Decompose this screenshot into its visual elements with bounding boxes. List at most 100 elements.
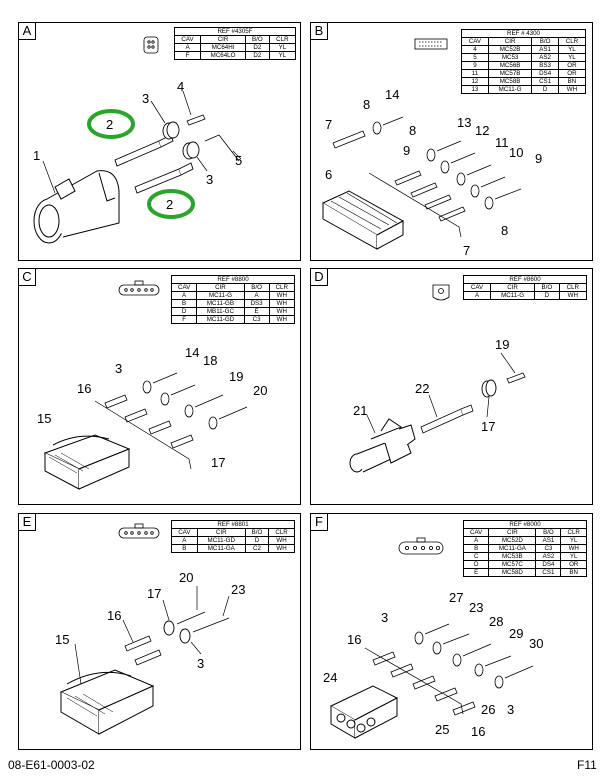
callout: 16 bbox=[347, 632, 361, 647]
plug-4 bbox=[186, 114, 206, 126]
callout: 11 bbox=[495, 135, 509, 150]
seal-set bbox=[414, 631, 504, 689]
callout: 24 bbox=[323, 670, 337, 685]
callout: 12 bbox=[475, 123, 489, 138]
callout: 3 bbox=[115, 361, 122, 376]
connector-face-icon bbox=[118, 523, 160, 539]
connector-face-icon bbox=[432, 284, 450, 301]
callout: 14 bbox=[385, 87, 399, 102]
callout: 3 bbox=[381, 610, 388, 625]
callout: 17 bbox=[481, 419, 495, 434]
page-number: F11 bbox=[577, 758, 597, 772]
panel-e-drawing: 20 17 23 16 15 3 bbox=[55, 523, 245, 735]
panel-d-drawing: 19 22 21 17 bbox=[349, 284, 526, 473]
callout: 16 bbox=[471, 724, 485, 739]
callout: 8 bbox=[501, 223, 508, 238]
panel-letter: D bbox=[311, 269, 328, 286]
callout: 7 bbox=[463, 243, 470, 258]
callout: 2 bbox=[106, 117, 113, 132]
connector-face-icon bbox=[143, 36, 159, 54]
callout: 15 bbox=[37, 411, 51, 426]
callout: 4 bbox=[177, 79, 184, 94]
seal-upper bbox=[162, 121, 180, 140]
seal-set bbox=[142, 380, 218, 430]
document-number: 08-E61-0003-02 bbox=[8, 758, 95, 772]
callout: 23 bbox=[231, 582, 245, 597]
callout: 25 bbox=[435, 722, 449, 737]
callout: 9 bbox=[535, 151, 542, 166]
wire-5 bbox=[204, 134, 240, 162]
callout: 10 bbox=[509, 145, 523, 160]
callout: 21 bbox=[353, 403, 367, 418]
connector-face-icon bbox=[398, 537, 444, 555]
panel-letter: F bbox=[311, 514, 328, 531]
connector-housing bbox=[329, 685, 399, 739]
callout: 3 bbox=[206, 172, 213, 187]
callout: 8 bbox=[409, 123, 416, 138]
panel-letter: E bbox=[19, 514, 36, 531]
connector-housing bbox=[33, 170, 120, 244]
callout: 6 bbox=[325, 167, 332, 182]
callout: 17 bbox=[211, 455, 225, 470]
callout: 16 bbox=[107, 608, 121, 623]
callout: 20 bbox=[253, 383, 267, 398]
callout: 1 bbox=[33, 148, 40, 163]
callout: 19 bbox=[229, 369, 243, 384]
connector-housing bbox=[349, 418, 416, 473]
connector-face-icon bbox=[414, 38, 448, 50]
callout: 3 bbox=[142, 91, 149, 106]
plug-set bbox=[382, 116, 522, 200]
connector-housing bbox=[321, 190, 405, 250]
callout: 17 bbox=[147, 586, 161, 601]
callout: 15 bbox=[55, 632, 69, 647]
callout: 26 bbox=[481, 702, 495, 717]
callout: 22 bbox=[415, 381, 429, 396]
panel-letter: A bbox=[19, 23, 36, 40]
seal-17 bbox=[481, 379, 497, 398]
callout: 18 bbox=[203, 353, 217, 368]
seal-set bbox=[372, 121, 494, 210]
plug-set bbox=[152, 372, 248, 420]
plug-set bbox=[176, 611, 230, 633]
callout: 14 bbox=[185, 345, 199, 360]
callout: 28 bbox=[489, 614, 503, 629]
connector-face-icon bbox=[118, 280, 160, 296]
panel-letter: B bbox=[311, 23, 328, 40]
callout: 20 bbox=[179, 570, 193, 585]
callout: 8 bbox=[363, 97, 370, 112]
callout: 3 bbox=[507, 702, 514, 717]
callout: 2 bbox=[166, 197, 173, 212]
leader-lines bbox=[366, 352, 516, 434]
bracket-lines bbox=[368, 172, 462, 238]
panel-letter: C bbox=[19, 269, 36, 286]
highlight-circle bbox=[87, 109, 135, 139]
seal-lower bbox=[182, 141, 200, 160]
connector-housing bbox=[59, 669, 155, 735]
terminal-upper bbox=[114, 134, 174, 167]
plug-19 bbox=[506, 372, 526, 384]
highlight-circle bbox=[147, 189, 195, 219]
callout: 29 bbox=[509, 626, 523, 641]
callout: 7 bbox=[325, 117, 332, 132]
terminal-set bbox=[372, 651, 476, 716]
bracket-lines bbox=[364, 647, 464, 715]
bracket-lines bbox=[94, 400, 192, 470]
callout: 19 bbox=[495, 337, 509, 352]
callout: 9 bbox=[403, 143, 410, 158]
terminal-set bbox=[104, 394, 194, 449]
